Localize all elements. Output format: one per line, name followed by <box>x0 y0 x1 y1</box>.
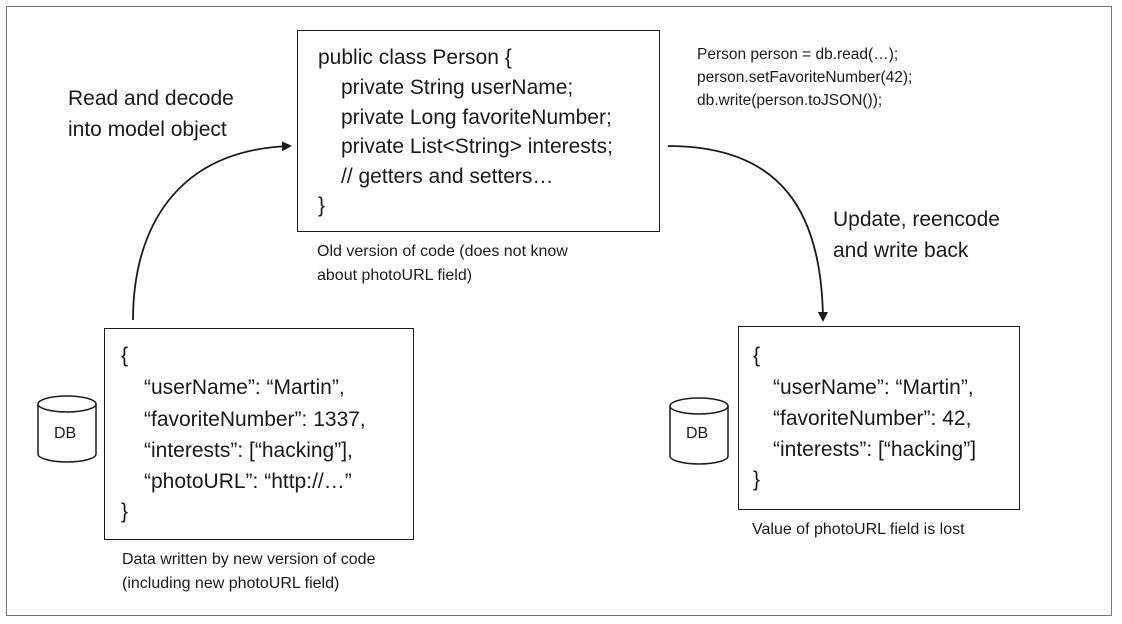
original-line-3: “favoriteNumber”: 1337, <box>144 408 366 431</box>
updated-line-1: { <box>753 344 761 367</box>
person-class-box: public class Person { private String use… <box>297 30 660 232</box>
snippet-line-2: person.setFavoriteNumber(42); <box>697 69 913 86</box>
update-write-arrow <box>667 145 828 322</box>
updated-line-5: } <box>753 468 761 491</box>
db-cylinder-right <box>669 397 729 465</box>
original-line-4: “interests”: [“hacking”], <box>144 439 353 462</box>
update-write-label-1: Update, reencode <box>833 208 1000 231</box>
updated-line-4: “interests”: [“hacking”] <box>773 438 977 461</box>
snippet-line-3: db.write(person.toJSON()); <box>697 92 883 109</box>
updated-line-3: “favoriteNumber”: 42, <box>773 407 972 430</box>
updated-record-box: { “userName”: “Martin”, “favoriteNumber”… <box>738 326 1020 510</box>
update-write-label-2: and write back <box>833 239 969 262</box>
original-line-1: { <box>121 344 129 367</box>
class-line-1: public class Person { <box>318 46 512 69</box>
original-line-5: “photoURL”: “http://…” <box>144 470 352 493</box>
class-line-4: private List<String> interests; <box>341 135 613 158</box>
read-decode-label-2: into model object <box>68 118 227 141</box>
db-label-right: DB <box>686 425 709 442</box>
read-decode-arrow <box>132 141 292 321</box>
original-caption-2: (including new photoURL field) <box>122 575 340 592</box>
original-caption-1: Data written by new version of code <box>122 551 376 568</box>
class-line-3: private Long favoriteNumber; <box>341 106 612 129</box>
db-cylinder-left <box>37 395 97 463</box>
original-record-box: { “userName”: “Martin”, “favoriteNumber”… <box>104 328 414 540</box>
class-line-6: } <box>318 194 326 217</box>
db-label-left: DB <box>54 425 77 442</box>
original-line-6: } <box>121 500 129 523</box>
original-line-2: “userName”: “Martin”, <box>144 376 345 399</box>
snippet-line-1: Person person = db.read(…); <box>697 46 899 63</box>
updated-caption-1: Value of photoURL field is lost <box>752 521 965 538</box>
diagram-frame <box>6 6 1112 616</box>
read-decode-label-1: Read and decode <box>68 87 234 110</box>
person-class-caption-2: about photoURL field) <box>317 267 473 284</box>
updated-line-2: “userName”: “Martin”, <box>773 376 974 399</box>
class-line-5: // getters and setters… <box>341 165 554 188</box>
class-line-2: private String userName; <box>341 76 574 99</box>
person-class-caption-1: Old version of code (does not know <box>317 243 568 260</box>
